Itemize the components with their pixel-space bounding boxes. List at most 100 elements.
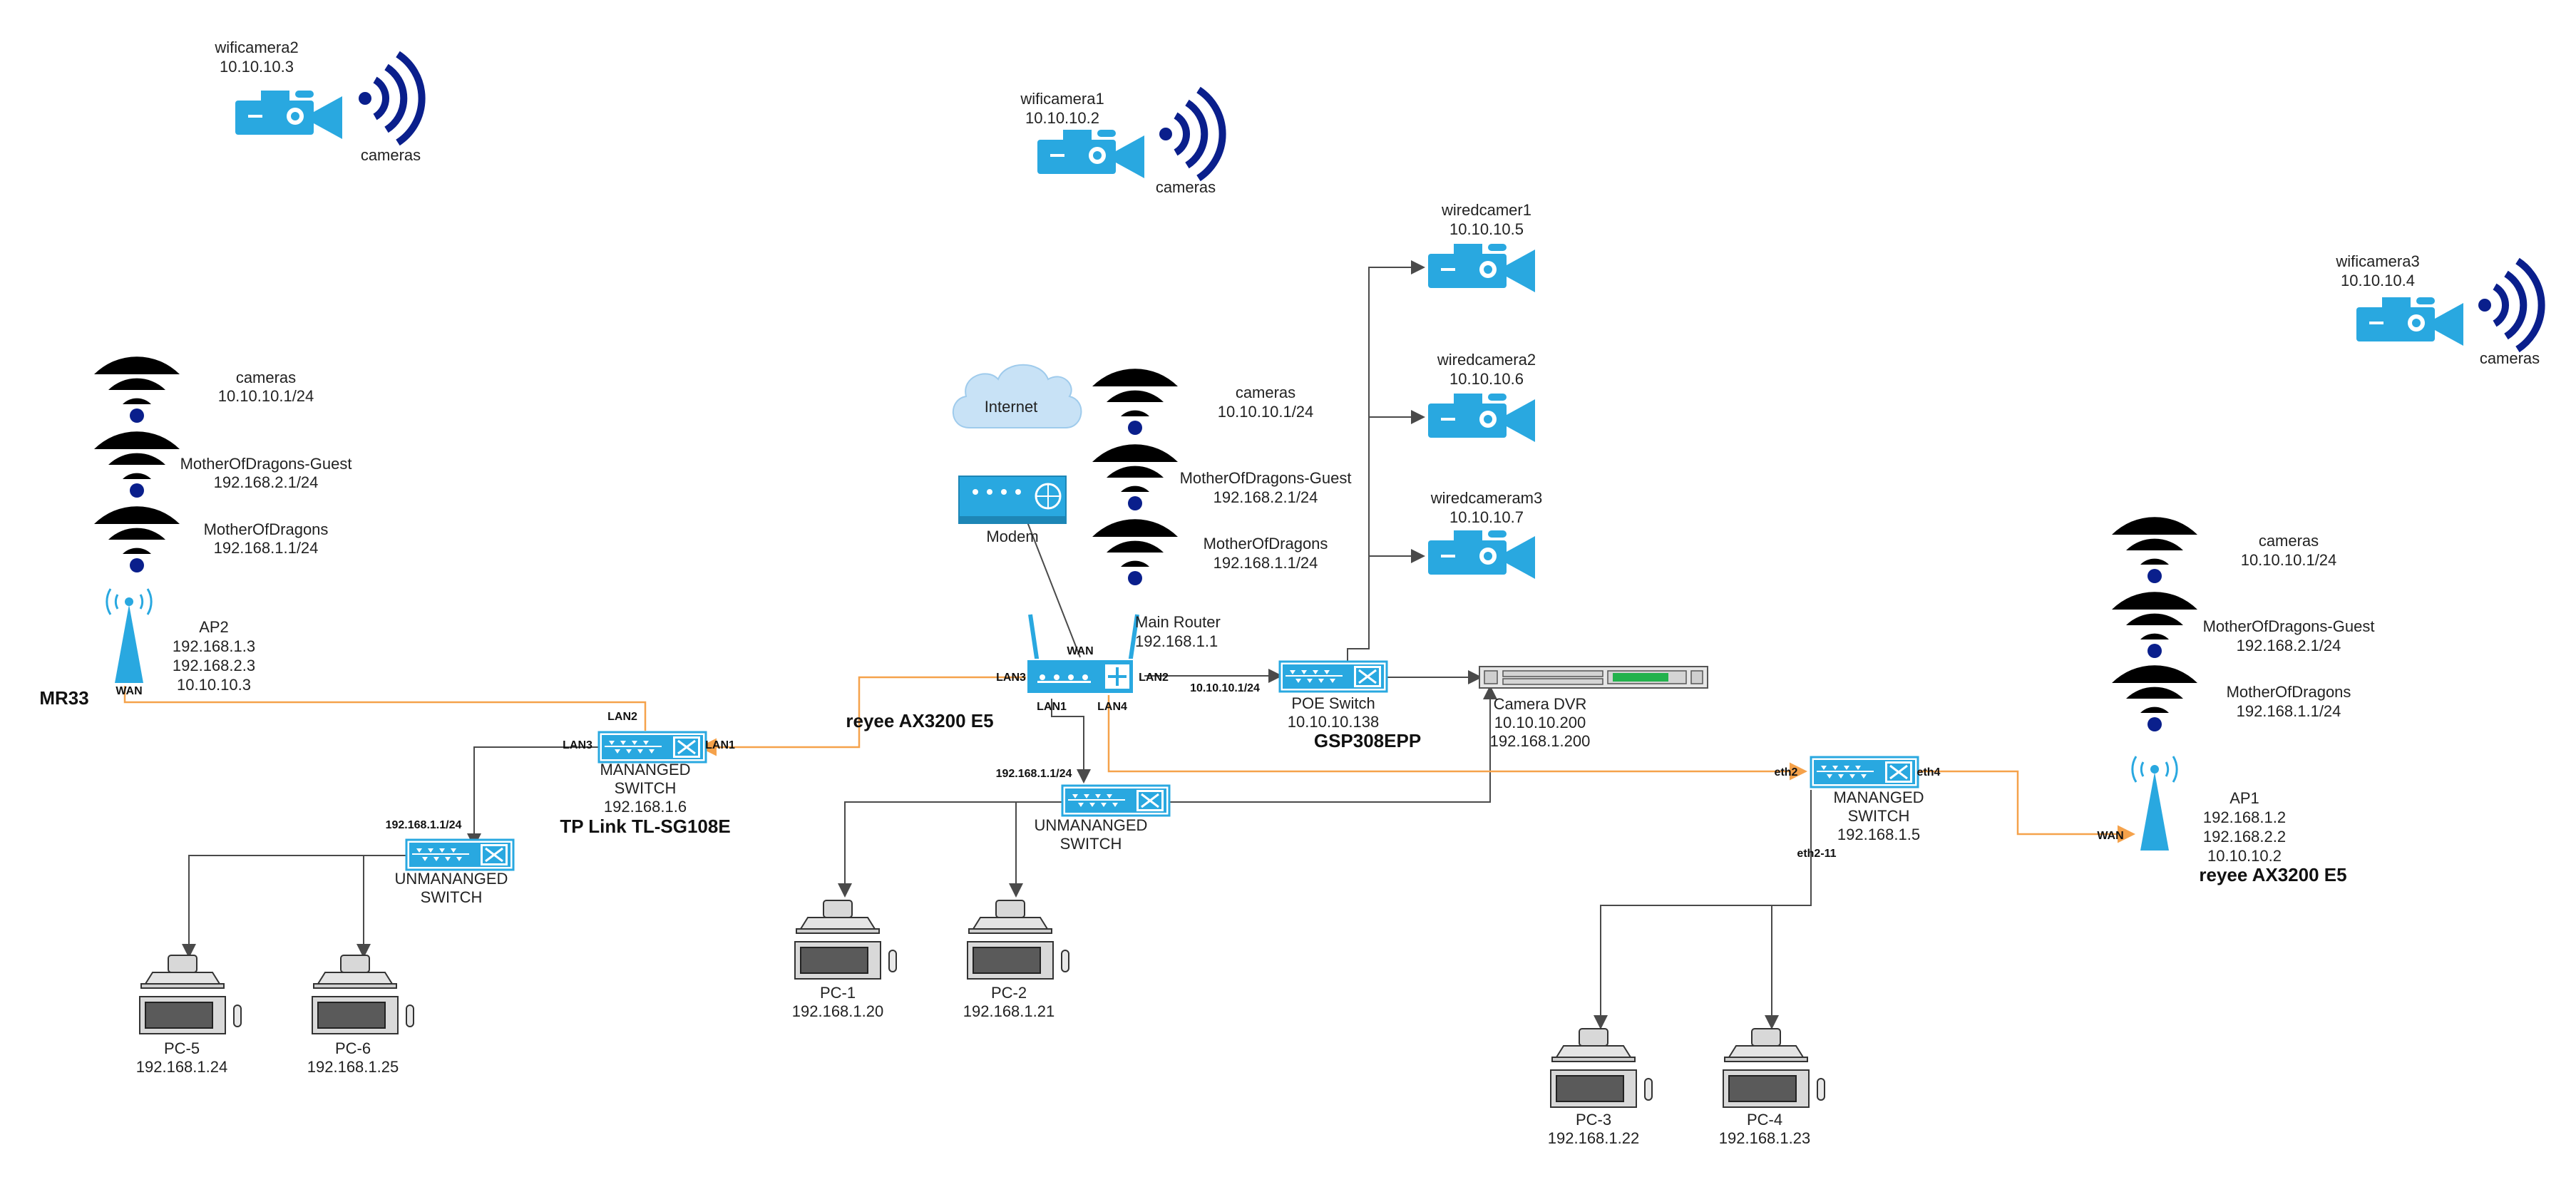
- unmanaged-switch-center: 192.168.1.1/24 UNMANANGED SWITCH: [996, 768, 1171, 853]
- wifi-camera-2: wificamera2 10.10.10.3 cameras: [214, 38, 421, 164]
- pc-5: PC-5 192.168.1.24: [136, 955, 242, 1076]
- ssid-name: cameras: [2259, 532, 2319, 550]
- wifi-icon: [1092, 444, 1178, 510]
- msr-ip: 192.168.1.5: [1837, 826, 1920, 843]
- modem: Modem: [958, 476, 1067, 545]
- router-port-lan2: LAN2: [1139, 672, 1169, 684]
- wired-camera-3: wiredcameram3 10.10.10.7: [1428, 489, 1542, 579]
- router-model: reyee AX3200 E5: [846, 710, 993, 731]
- ap2-ip: 192.168.1.3: [173, 637, 255, 655]
- ssid-subnet: 192.168.2.1/24: [2237, 637, 2341, 654]
- ssid-subnet: 192.168.1.1/24: [1213, 554, 1318, 572]
- link-router-lan3-managed-switch-left: [699, 676, 1027, 756]
- ssid-subnet: 192.168.1.1/24: [214, 539, 319, 557]
- pc-name: PC-2: [991, 984, 1027, 1002]
- msl-model: TP Link TL-SG108E: [560, 816, 730, 837]
- radio-waves-icon: [1159, 90, 1223, 178]
- ssid-name: MotherOfDragons: [204, 520, 329, 538]
- ap1-ip: 192.168.2.2: [2203, 828, 2286, 846]
- radio-waves-icon: [2478, 261, 2542, 349]
- antenna-icon: [2131, 755, 2178, 852]
- cloud-icon: [952, 364, 1082, 428]
- msr-port-eth2: eth2: [1775, 766, 1798, 779]
- switch-icon: [405, 838, 515, 871]
- msr-label: SWITCH: [1848, 807, 1910, 825]
- ap1-port-wan: WAN: [2097, 830, 2123, 842]
- pc-icon: [794, 900, 897, 980]
- msl-port-lan3: LAN3: [563, 739, 592, 751]
- ssid-subnet: 192.168.2.1/24: [214, 473, 319, 491]
- camera-icon: [235, 91, 342, 139]
- msl-port-lan2: LAN2: [607, 711, 637, 723]
- ssid-stack-left: cameras 10.10.10.1/24 MotherOfDragons-Gu…: [94, 356, 351, 572]
- wificamera2-name: wificamera2: [214, 38, 298, 56]
- msl-label: MANANGED: [600, 761, 690, 779]
- camera-icon: [2356, 297, 2463, 346]
- wiredcamera3-name: wiredcameram3: [1430, 489, 1543, 507]
- wifi-icon: [1092, 369, 1178, 435]
- ssid-name: MotherOfDragons: [2227, 683, 2351, 701]
- pc-icon: [139, 955, 242, 1034]
- ap1: WAN AP1 192.168.1.2 192.168.2.2 10.10.10…: [2097, 755, 2347, 885]
- camera-icon: [1428, 244, 1535, 292]
- antenna-icon: [106, 587, 153, 684]
- pc-3: PC-3 192.168.1.22: [1548, 1028, 1653, 1147]
- wiredcamera1-ip: 10.10.10.5: [1449, 220, 1524, 238]
- pc-ip: 192.168.1.22: [1548, 1129, 1639, 1147]
- pc-4: PC-4 192.168.1.23: [1719, 1028, 1825, 1147]
- pc-ip: 192.168.1.20: [792, 1002, 883, 1020]
- pc-icon: [1723, 1028, 1825, 1108]
- ssid-name: cameras: [1236, 384, 1295, 401]
- unmanaged-switch-left: 192.168.1.1/24 UNMANANGED SWITCH: [386, 819, 515, 906]
- router-port-lan3: LAN3: [996, 672, 1026, 684]
- pc-1: PC-1 192.168.1.20: [792, 900, 897, 1020]
- poe-switch: 10.10.10.1/24 POE Switch 10.10.10.138 GS…: [1190, 660, 1421, 751]
- link-router-lan1-unmanaged-center: [1051, 699, 1091, 783]
- pc-name: PC-5: [164, 1039, 200, 1057]
- pc-name: PC-4: [1747, 1111, 1782, 1129]
- link-managed-switch-right-pc4: [1765, 905, 1811, 1029]
- wifi-icon: [94, 356, 180, 423]
- pc-2: PC-2 192.168.1.21: [963, 900, 1069, 1020]
- ssid-subnet: 192.168.1.1/24: [2237, 702, 2341, 720]
- camera-icon: [1428, 530, 1535, 579]
- managed-switch-left: LAN2 LAN3 LAN1 MANANGED SWITCH 192.168.1…: [560, 711, 735, 837]
- link-unmanaged-center-pc2: [1009, 801, 1062, 898]
- link-unmanaged-center-dvr: [1141, 685, 1497, 803]
- camera-dvr: Camera DVR 10.10.10.200 192.168.1.200: [1479, 666, 1708, 750]
- usc-link-label: 192.168.1.1/24: [996, 768, 1072, 780]
- ssid-name: MotherOfDragons-Guest: [2203, 617, 2375, 635]
- wiredcamera1-name: wiredcamer1: [1441, 201, 1531, 219]
- pc-ip: 192.168.1.25: [307, 1058, 399, 1076]
- ssid-subnet: 10.10.10.1/24: [1218, 403, 1314, 421]
- wifi-camera-3: wificamera3 10.10.10.4 cameras: [2335, 252, 2541, 367]
- wificamera2-caption: cameras: [361, 146, 421, 164]
- link-router-lan4-managed-switch-right: [1107, 695, 1807, 781]
- wifi-camera-1: wificamera1 10.10.10.2 cameras: [1020, 90, 1222, 196]
- usc-label: UNMANANGED: [1035, 816, 1148, 834]
- dvr-ip: 10.10.10.200: [1494, 714, 1586, 731]
- poe-link-label: 10.10.10.1/24: [1190, 682, 1260, 694]
- internet-label: Internet: [985, 398, 1038, 416]
- link-unmanaged-center-pc1: [838, 801, 1062, 898]
- ap2-model: MR33: [39, 687, 88, 709]
- link-unmanaged-left-pc6: [356, 855, 406, 958]
- link-managed-switch-left-ap2: [123, 686, 647, 731]
- wifi-icon: [2112, 592, 2197, 658]
- ssid-name: MotherOfDragons: [1204, 535, 1328, 553]
- usc-label: SWITCH: [1060, 835, 1122, 853]
- poe-switch-model: GSP308EPP: [1314, 730, 1421, 751]
- link-poe-wiredcams: [1347, 260, 1425, 662]
- wiredcamera2-name: wiredcamera2: [1437, 351, 1536, 369]
- wired-camera-1: wiredcamer1 10.10.10.5: [1428, 201, 1535, 292]
- link-unmanaged-left-pc5: [182, 855, 406, 958]
- switch-icon: [1810, 756, 1919, 788]
- router-port-lan4: LAN4: [1097, 701, 1127, 713]
- wifi-icon: [2112, 517, 2197, 583]
- pc-ip: 192.168.1.23: [1719, 1129, 1810, 1147]
- wired-camera-2: wiredcamera2 10.10.10.6: [1428, 351, 1536, 442]
- pc-icon: [1550, 1028, 1653, 1108]
- switch-icon: [1278, 660, 1388, 693]
- wifi-icon: [94, 506, 180, 572]
- pc-icon: [312, 955, 414, 1034]
